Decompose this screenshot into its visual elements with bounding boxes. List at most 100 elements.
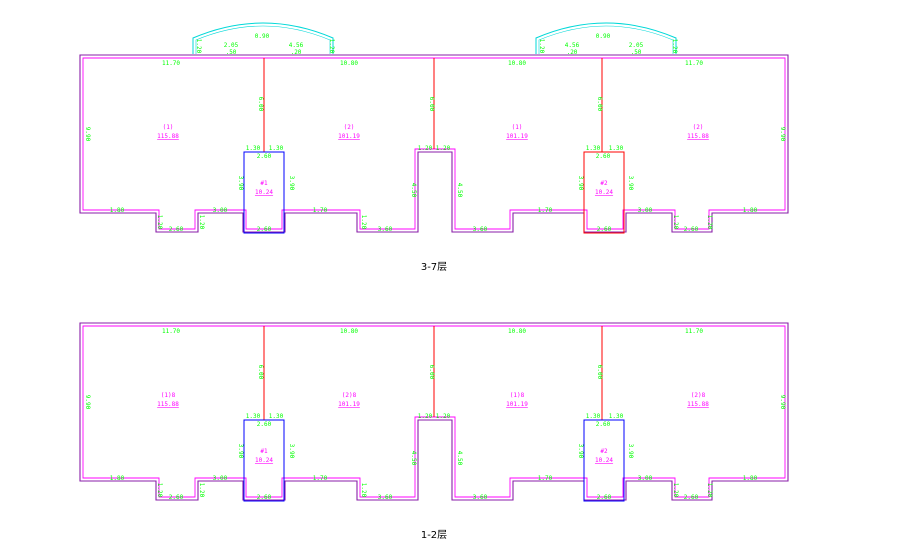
dim-stair-1b: 1.30	[269, 413, 284, 420]
dim-bottom-6: 1.80	[743, 207, 758, 214]
room-area-unit-d: 115.88	[687, 401, 709, 408]
room-label-unit-b: (2)8	[342, 392, 357, 399]
dim-width-mid-right: 10.80	[508, 60, 526, 67]
dim-bottom-5: 3.00	[638, 207, 653, 214]
bay-window-inner-2	[538, 25, 674, 54]
dim-stair-1-top: 2.60	[257, 421, 272, 428]
stair-well-1	[243, 419, 285, 502]
bay-dim-6: 0.90	[596, 33, 611, 40]
dim-stair-2b: 1.30	[609, 145, 624, 152]
dim-step-3: 1.20	[360, 215, 367, 230]
room-area-unit-c: 101.19	[506, 401, 528, 408]
dim-notch-2: 2.60	[257, 494, 272, 501]
dim-stair-2-top: 2.60	[596, 421, 611, 428]
dim-width-right: 11.70	[685, 60, 703, 67]
bay-dim-7: .50	[226, 49, 237, 56]
dim-width-mid-left: 10.80	[340, 328, 358, 335]
dim-width-left: 11.70	[162, 328, 180, 335]
exterior-wall-outer	[79, 54, 789, 233]
bay-dim-4: 2.05	[629, 42, 644, 49]
dim-step-2: 1.20	[198, 483, 205, 498]
bay-dim-3: 4.56	[565, 42, 580, 49]
room-area-unit-b: 101.19	[338, 133, 360, 140]
dim-center-left: 4.50	[410, 183, 417, 198]
exterior-wall-inner	[82, 325, 786, 498]
dim-stair-1a: 1.30	[246, 145, 261, 152]
dim-notch-3: 3.60	[378, 226, 393, 233]
dim-center-a: 1.20	[418, 413, 433, 420]
dim-depth-right: 9.90	[779, 395, 786, 410]
floor-caption: 1-2层	[421, 529, 447, 541]
stair-well-2	[583, 419, 625, 502]
dim-depth-left: 9.90	[84, 395, 91, 410]
dim-stair-2b: 1.30	[609, 413, 624, 420]
dim-center-b: 1.20	[436, 145, 451, 152]
dim-bottom-1: 1.80	[110, 475, 125, 482]
dim-stair-2-right: 3.90	[627, 444, 634, 459]
dim-width-right: 11.70	[685, 328, 703, 335]
room-label-unit-c: (1)	[512, 124, 523, 131]
dim-depth-left: 9.90	[84, 127, 91, 142]
dim-depth-center: 6.00	[428, 365, 435, 380]
bay-dim-5: 0.90	[255, 33, 270, 40]
bay-window-1	[192, 22, 334, 54]
dim-step-5: 1.20	[706, 483, 713, 498]
room-label-unit-b: (2)	[344, 124, 355, 131]
stair-well-2	[583, 151, 625, 234]
dim-bottom-3: 1.70	[313, 207, 328, 214]
room-area-unit-d: 115.88	[687, 133, 709, 140]
dim-depth-stair-2: 6.00	[596, 97, 603, 112]
dim-depth-center: 6.00	[428, 97, 435, 112]
dim-notch-5: 2.60	[597, 494, 612, 501]
dim-depth-stair-1: 6.00	[257, 365, 264, 380]
dim-bottom-4: 1.70	[538, 475, 553, 482]
exterior-wall-inner	[82, 57, 786, 230]
room-area-stair-2: 10.24	[595, 457, 613, 464]
bay-window-inner-1	[195, 25, 331, 54]
dim-step-5: 1.20	[706, 215, 713, 230]
room-area-stair-1: 10.24	[255, 457, 273, 464]
dim-stair-2a: 1.30	[586, 413, 601, 420]
dim-notch-2: 2.60	[257, 226, 272, 233]
room-area-unit-a: 115.88	[157, 133, 179, 140]
floor-caption: 3-7层	[421, 261, 447, 273]
dim-stair-1b: 1.30	[269, 145, 284, 152]
dim-center-a: 1.20	[418, 145, 433, 152]
dim-bottom-2: 3.00	[213, 475, 228, 482]
room-label-unit-d: (2)	[693, 124, 704, 131]
dim-bottom-6: 1.80	[743, 475, 758, 482]
room-label-unit-a: (1)8	[161, 392, 176, 399]
dim-center-right: 4.50	[456, 451, 463, 466]
bay-dim-10: .50	[631, 49, 642, 56]
dim-stair-2-left: 3.90	[577, 444, 584, 459]
dim-stair-1-right: 3.90	[288, 176, 295, 191]
dim-notch-4: 3.60	[473, 226, 488, 233]
room-label-stair-2: #2	[600, 180, 608, 187]
bay-dim-13: 1.20	[538, 39, 545, 54]
dim-notch-5: 2.60	[597, 226, 612, 233]
room-area-stair-1: 10.24	[255, 189, 273, 196]
room-area-unit-a: 115.88	[157, 401, 179, 408]
dim-step-1: 1.20	[156, 215, 163, 230]
dim-notch-4: 3.60	[473, 494, 488, 501]
bay-window-2	[535, 22, 677, 54]
dim-depth-right: 9.90	[779, 127, 786, 142]
dim-center-b: 1.20	[436, 413, 451, 420]
room-area-stair-2: 10.24	[595, 189, 613, 196]
dim-stair-2a: 1.30	[586, 145, 601, 152]
room-label-stair-1: #1	[260, 180, 268, 187]
dim-step-3: 1.20	[360, 483, 367, 498]
dim-notch-6: 2.60	[684, 494, 699, 501]
bay-dim-2: 4.56	[289, 42, 304, 49]
bay-dim-11: 1.20	[195, 39, 202, 54]
dim-bottom-2: 3.00	[213, 207, 228, 214]
bay-dim-8: .20	[291, 49, 302, 56]
dim-stair-2-top: 2.60	[596, 153, 611, 160]
stair-well-1	[243, 151, 285, 234]
dim-depth-stair-1: 6.00	[257, 97, 264, 112]
dim-width-mid-right: 10.80	[508, 328, 526, 335]
dim-stair-1a: 1.30	[246, 413, 261, 420]
